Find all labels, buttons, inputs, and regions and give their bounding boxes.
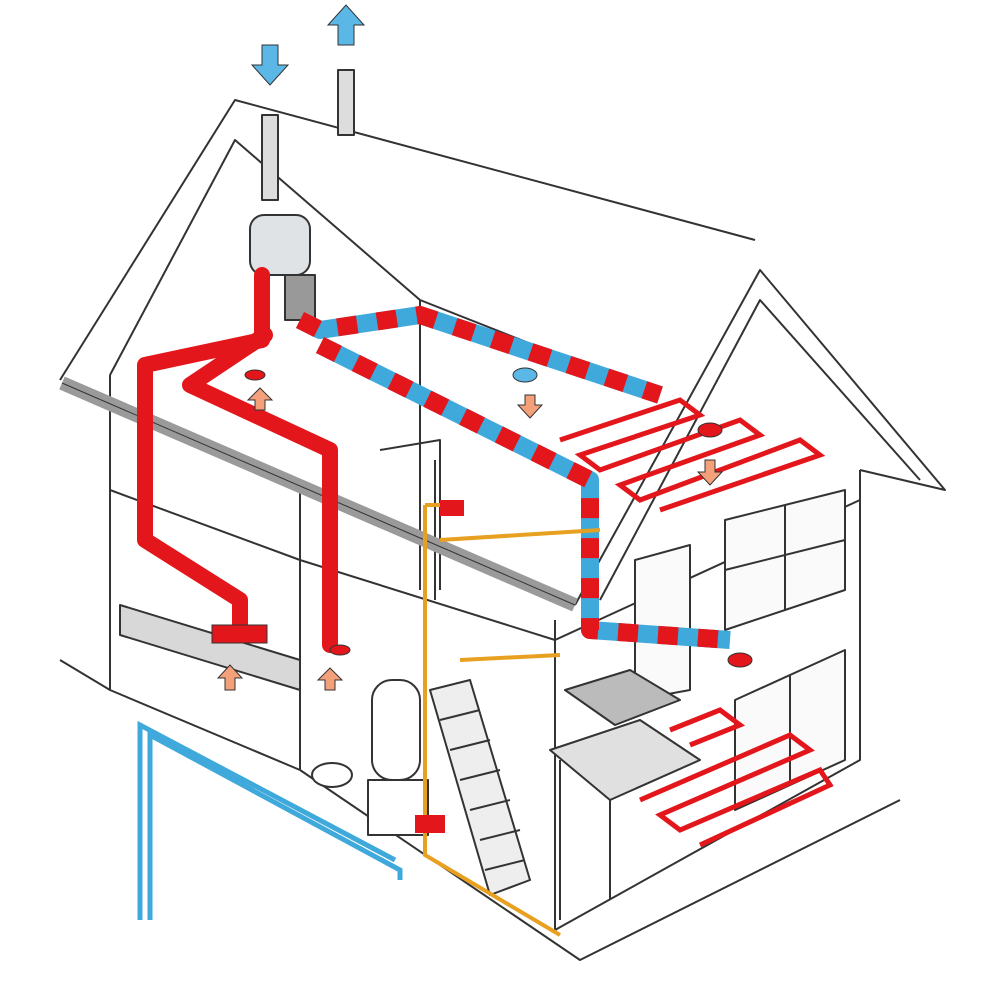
window-upper — [724, 489, 846, 631]
gas-meter — [415, 815, 445, 833]
ventilation-unit — [249, 214, 311, 276]
roof-gable — [574, 269, 946, 606]
supply-duct-center — [182, 327, 338, 653]
exhaust-arrow-icon — [326, 4, 366, 46]
roof-intake-pipe — [261, 114, 279, 201]
staircase — [429, 679, 531, 896]
diffuser-vents — [211, 367, 753, 668]
floor-heating-lower — [639, 707, 834, 848]
sofa — [564, 669, 681, 726]
toilet — [311, 762, 353, 788]
supply-air-arrow-icon — [216, 387, 724, 691]
floor-heating-upper — [559, 397, 826, 513]
water-heater — [371, 679, 421, 781]
gas-valve — [440, 500, 464, 516]
water-pipe — [137, 720, 403, 920]
roof-gable-inner — [599, 299, 921, 601]
kitchen-counter — [549, 719, 701, 920]
floor-slab — [119, 604, 301, 691]
interior-wall — [379, 300, 441, 600]
roof-exhaust-pipe — [337, 69, 355, 136]
filter-box — [284, 274, 316, 321]
front-wall — [299, 470, 861, 931]
window-small — [634, 544, 691, 701]
air-intake-arrow-icon — [250, 44, 290, 86]
roof-left-edge — [59, 99, 756, 381]
